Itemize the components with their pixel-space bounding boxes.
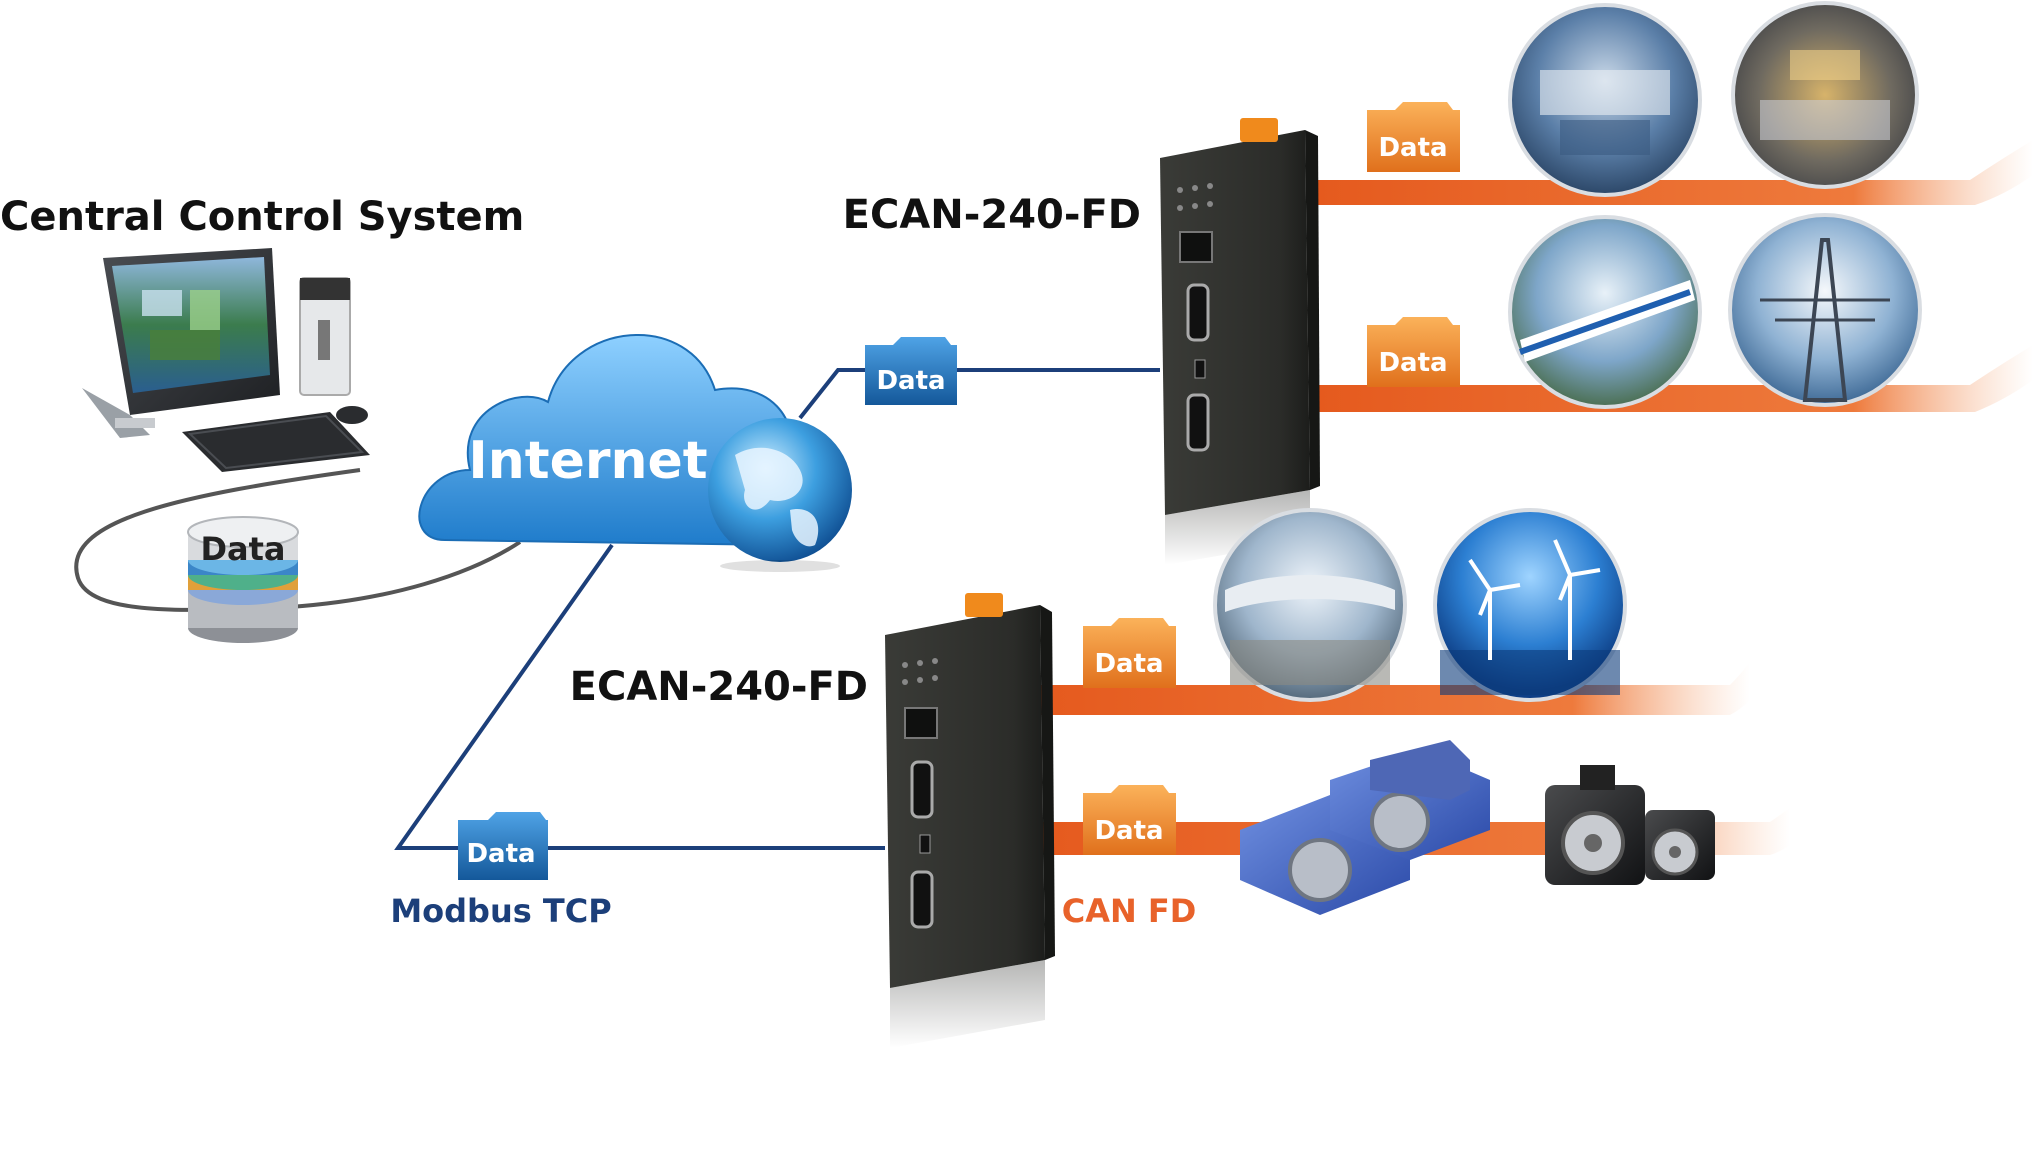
photo-power-tower — [1728, 213, 1922, 407]
photo-wind-turbines — [1433, 508, 1627, 702]
folder-icon — [865, 337, 957, 405]
protocol-label-canfd: CAN FD — [1062, 892, 1197, 930]
data-badge-can-1: Data — [1367, 102, 1460, 172]
cloud-label: Internet — [468, 431, 707, 491]
folder-icon — [1367, 317, 1460, 387]
application-photos — [1213, 1, 1922, 702]
motor-blue-icon — [1240, 740, 1490, 915]
device-reflection — [890, 960, 1045, 1048]
led-indicators — [1177, 183, 1213, 211]
database-icon: Data — [187, 516, 299, 643]
central-control-system: Central Control System — [0, 194, 524, 643]
photo-factory-line — [1508, 3, 1702, 197]
data-badge-ethernet-top: Data — [865, 337, 957, 405]
can-port-2-icon — [910, 870, 934, 929]
central-title: Central Control System — [0, 194, 524, 240]
terminal-block-icon — [965, 593, 1003, 617]
terminal-block-icon — [1240, 118, 1278, 142]
folder-icon — [1083, 618, 1176, 688]
ethernet-port-icon — [1179, 231, 1213, 263]
mouse-icon — [336, 406, 368, 424]
dip-switch-icon — [919, 834, 931, 854]
folder-icon — [458, 812, 548, 880]
can-port-1-icon — [1186, 283, 1210, 342]
computer-monitor-icon — [82, 248, 280, 438]
folder-icon — [1083, 785, 1176, 855]
data-badge-label: Data — [1094, 816, 1163, 846]
data-badge-can-4: Data — [1083, 785, 1176, 855]
protocol-label-modbus: Modbus TCP — [390, 892, 611, 930]
industrial-motors — [1240, 740, 1715, 915]
can-port-2-icon — [1186, 393, 1210, 452]
dip-switch-icon — [1194, 359, 1206, 379]
cable-computer-to-database — [74, 468, 522, 612]
can-port-1-icon — [910, 760, 934, 819]
internet-cloud: Internet — [418, 334, 852, 572]
led-indicators — [902, 658, 938, 685]
can-band-top-1 — [1315, 140, 2033, 205]
ecan-device-bottom — [885, 593, 1055, 1048]
device-top-name: ECAN-240-FD — [843, 192, 1141, 238]
data-badge-label: Data — [1378, 133, 1447, 163]
ethernet-port-icon — [904, 707, 938, 739]
data-badge-label: Data — [1094, 649, 1163, 679]
data-badge-can-3: Data — [1083, 618, 1176, 688]
data-badge-label: Data — [466, 839, 535, 869]
line-cloud-to-device-top — [798, 368, 1160, 420]
database-label: Data — [200, 530, 285, 568]
data-badge-label: Data — [876, 366, 945, 396]
pc-tower-icon — [299, 277, 351, 396]
data-badge-label: Data — [1378, 348, 1447, 378]
can-band-bottom-1 — [1040, 662, 1750, 715]
keyboard-icon — [182, 412, 370, 472]
photo-factory-floor — [1731, 1, 1919, 189]
ecan-device-top — [1160, 118, 1320, 565]
data-badge-can-2: Data — [1367, 317, 1460, 387]
data-badge-modbus: Data — [458, 812, 548, 880]
globe-icon — [708, 418, 852, 572]
folder-icon — [1367, 102, 1460, 172]
device-bottom-name: ECAN-240-FD — [570, 664, 868, 710]
servo-motor-icon — [1545, 765, 1715, 885]
ethernet-lines — [394, 368, 1160, 850]
line-cloud-to-modbus — [394, 543, 885, 850]
photo-solar-thermal — [1213, 508, 1407, 702]
photo-metro-train — [1508, 215, 1702, 409]
